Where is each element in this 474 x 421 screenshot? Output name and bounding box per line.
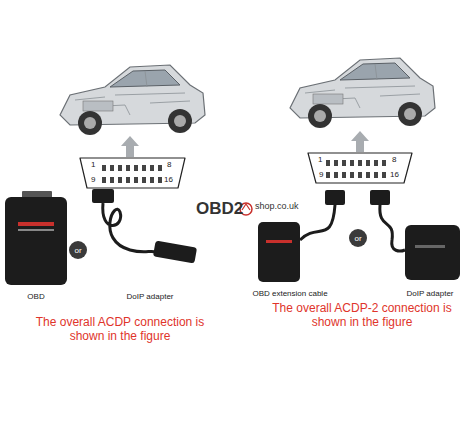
connector-pins <box>326 160 386 178</box>
caption-text: The overall ACDP connection is shown in … <box>18 316 223 344</box>
or-badge: or <box>69 241 87 259</box>
pin-number: 8 <box>167 160 171 169</box>
obd-connector <box>308 153 412 183</box>
pin-number: 1 <box>318 155 322 164</box>
obd-connector <box>80 158 185 188</box>
extension-cable <box>300 205 335 240</box>
doip-adapter <box>405 225 460 280</box>
pin-number: 8 <box>392 155 396 164</box>
part-name: OBD extension cable <box>252 289 327 298</box>
watermark: OBD2 <box>196 199 243 219</box>
acdp-device <box>5 197 67 285</box>
or-badge: or <box>349 229 367 247</box>
extension-plug <box>325 190 345 205</box>
car-illustration <box>60 65 205 135</box>
pin-number: 1 <box>91 160 95 169</box>
doip-cable <box>380 205 405 251</box>
part-name: DoIP adapter <box>407 289 454 298</box>
part-name: OBD <box>27 292 44 301</box>
up-arrow <box>351 131 369 152</box>
up-arrow <box>121 136 139 157</box>
part-name: DoIP adapter <box>127 292 174 301</box>
pin-number: 16 <box>390 170 399 179</box>
acdp2-device <box>258 222 300 282</box>
pin-number: 9 <box>91 175 95 184</box>
node-text: or <box>74 246 81 255</box>
pin-number: 9 <box>319 170 323 179</box>
doip-plug <box>92 189 114 203</box>
node-text: or <box>354 234 361 243</box>
doip-cable <box>103 203 156 252</box>
doip-plug <box>370 190 390 205</box>
pin-number: 16 <box>164 175 173 184</box>
doip-adapter <box>153 240 197 263</box>
car-illustration <box>290 58 435 128</box>
watermark: shop.co.uk <box>255 201 299 211</box>
connector-pins <box>102 165 162 183</box>
caption-text: The overall ACDP-2 connection is shown i… <box>256 302 468 330</box>
